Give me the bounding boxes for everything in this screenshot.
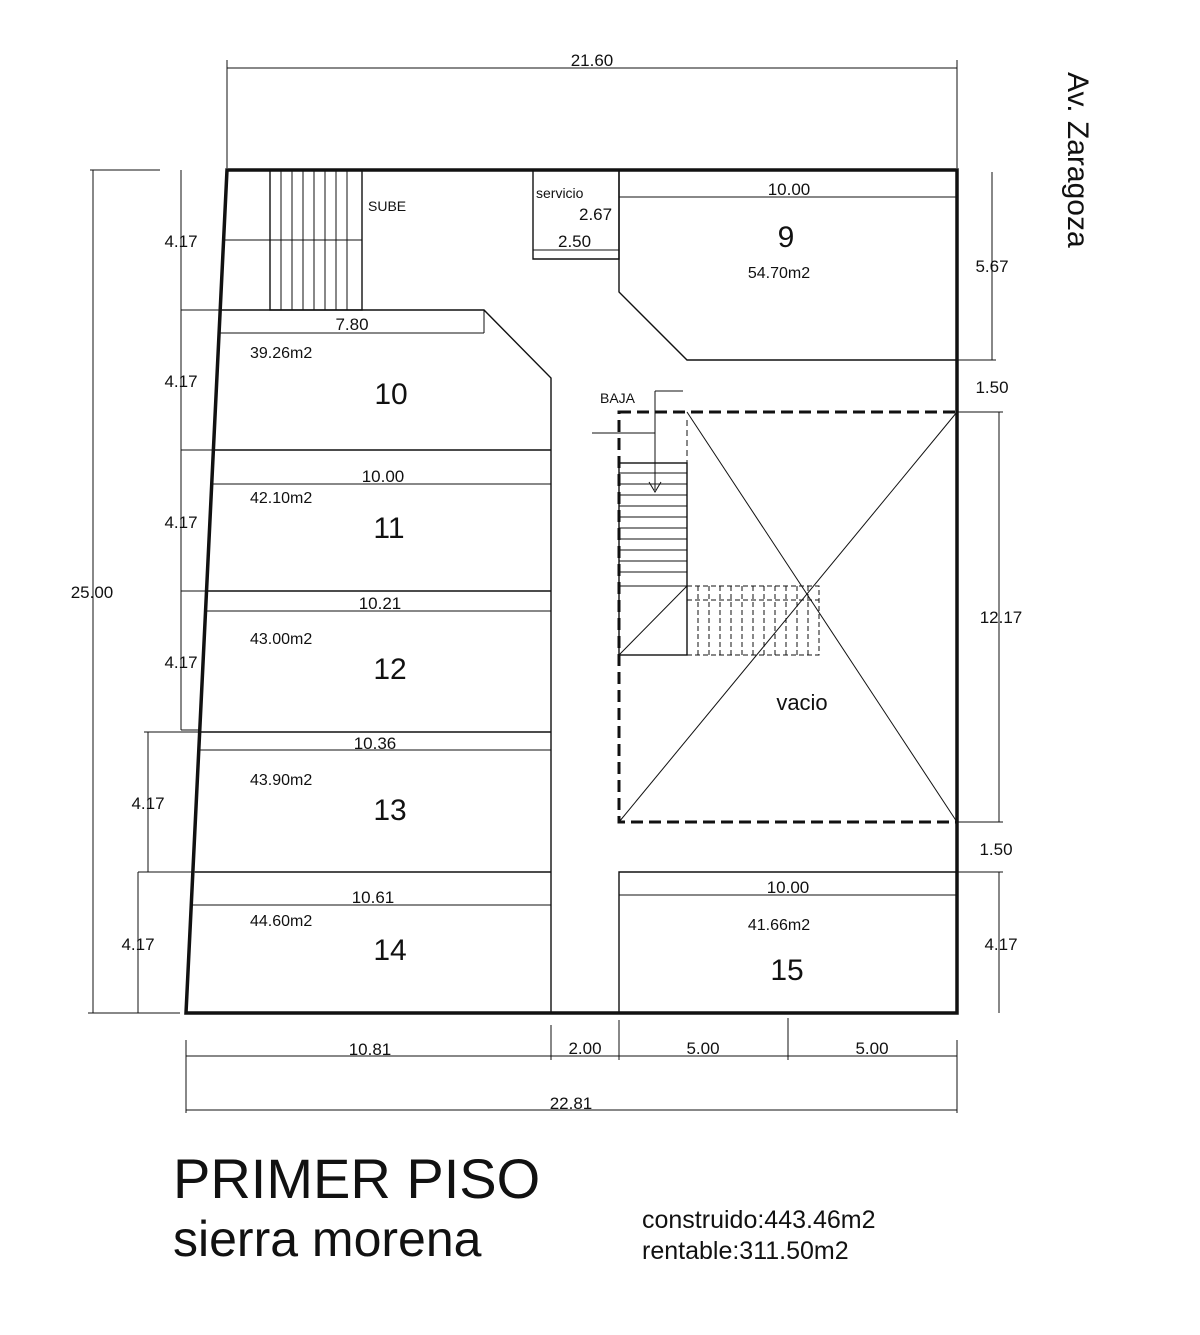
dim-left-total-label: 25.00 [71, 583, 114, 602]
unit-14: 10.61 44.60m2 14 [192, 871, 552, 1013]
unit-11: 10.00 42.10m2 11 [213, 449, 552, 591]
baja-label: BAJA [600, 390, 636, 406]
dim-bottom-seg-2: 2.00 [568, 1039, 601, 1058]
unit-13-area: 43.90m2 [250, 772, 312, 789]
unit-15-number: 15 [770, 954, 803, 987]
dim-top-total: 21.60 [226, 51, 958, 168]
dim-left-seg-5: 4.17 [131, 794, 164, 813]
unit-13: 10.36 43.90m2 13 [199, 731, 552, 872]
dim-bottom-segments: 10.81 2.00 5.00 5.00 22.81 [185, 1018, 958, 1113]
dim-right-seg-1: 5.67 [975, 257, 1008, 276]
dim-right-seg-3: 12.17 [980, 608, 1023, 627]
unit-9: 10.00 9 54.70m2 [618, 170, 957, 361]
unit-9-number: 9 [778, 221, 795, 254]
dim-top-total-label: 21.60 [571, 51, 614, 70]
vacio-label: vacio [776, 690, 827, 715]
unit-10: 7.80 39.26m2 10 [220, 309, 552, 450]
unit-12-area: 43.00m2 [250, 631, 312, 648]
street-label: Av. Zaragoza [1061, 72, 1094, 248]
servicio-label: servicio [536, 185, 584, 201]
unit-11-number: 11 [373, 512, 404, 545]
dim-left-total: 25.00 [71, 169, 180, 1014]
servicio-width: 2.50 [558, 232, 591, 251]
unit-11-width: 10.00 [362, 467, 405, 486]
unit-9-width: 10.00 [768, 180, 811, 199]
dim-bottom-total: 22.81 [550, 1094, 593, 1113]
vacio-area: vacio [617, 410, 959, 824]
unit-14-area: 44.60m2 [250, 913, 312, 930]
unit-12: 10.21 43.00m2 12 [206, 590, 552, 732]
stair-down: BAJA [592, 390, 820, 656]
unit-13-number: 13 [373, 794, 406, 827]
unit-15-area: 41.66m2 [748, 917, 810, 934]
sube-label: SUBE [368, 198, 406, 214]
servicio-height: 2.67 [579, 205, 612, 224]
rentable-area-stat: rentable:311.50m2 [642, 1237, 849, 1265]
dim-left-seg-2: 4.17 [164, 372, 197, 391]
dim-right-seg-4: 1.50 [979, 840, 1012, 859]
servicio-room: servicio 2.67 2.50 [532, 170, 620, 260]
unit-10-width: 7.80 [335, 315, 368, 334]
dim-left-segments: 4.17 4.17 4.17 4.17 4.17 4.17 [121, 170, 220, 1013]
unit-12-number: 12 [373, 653, 406, 686]
unit-10-number: 10 [374, 378, 407, 411]
unit-14-number: 14 [373, 934, 406, 967]
dim-left-seg-6: 4.17 [121, 935, 154, 954]
unit-12-width: 10.21 [359, 594, 402, 613]
dim-bottom-seg-4: 5.00 [855, 1039, 888, 1058]
dim-left-seg-1: 4.17 [164, 232, 197, 251]
dim-bottom-seg-3: 5.00 [686, 1039, 719, 1058]
stair-up: SUBE [225, 169, 406, 311]
dim-right-segments: 5.67 1.50 12.17 1.50 4.17 [958, 172, 1022, 1013]
unit-9-area: 54.70m2 [748, 265, 810, 282]
unit-15: 10.00 41.66m2 15 [618, 871, 957, 1013]
dim-left-seg-3: 4.17 [164, 513, 197, 532]
unit-14-width: 10.61 [352, 888, 395, 907]
dim-right-seg-2: 1.50 [975, 378, 1008, 397]
unit-11-area: 42.10m2 [250, 490, 312, 507]
dim-left-seg-4: 4.17 [164, 653, 197, 672]
unit-15-width: 10.00 [767, 878, 810, 897]
built-area-stat: construido:443.46m2 [642, 1206, 876, 1234]
stair-landing-treads [686, 585, 820, 656]
plan-subtitle: sierra morena [173, 1211, 482, 1267]
unit-13-width: 10.36 [354, 734, 397, 753]
unit-10-area: 39.26m2 [250, 345, 312, 362]
dim-bottom-seg-1: 10.81 [349, 1040, 392, 1059]
dim-right-seg-5: 4.17 [984, 935, 1017, 954]
plan-title: PRIMER PISO [173, 1147, 541, 1210]
